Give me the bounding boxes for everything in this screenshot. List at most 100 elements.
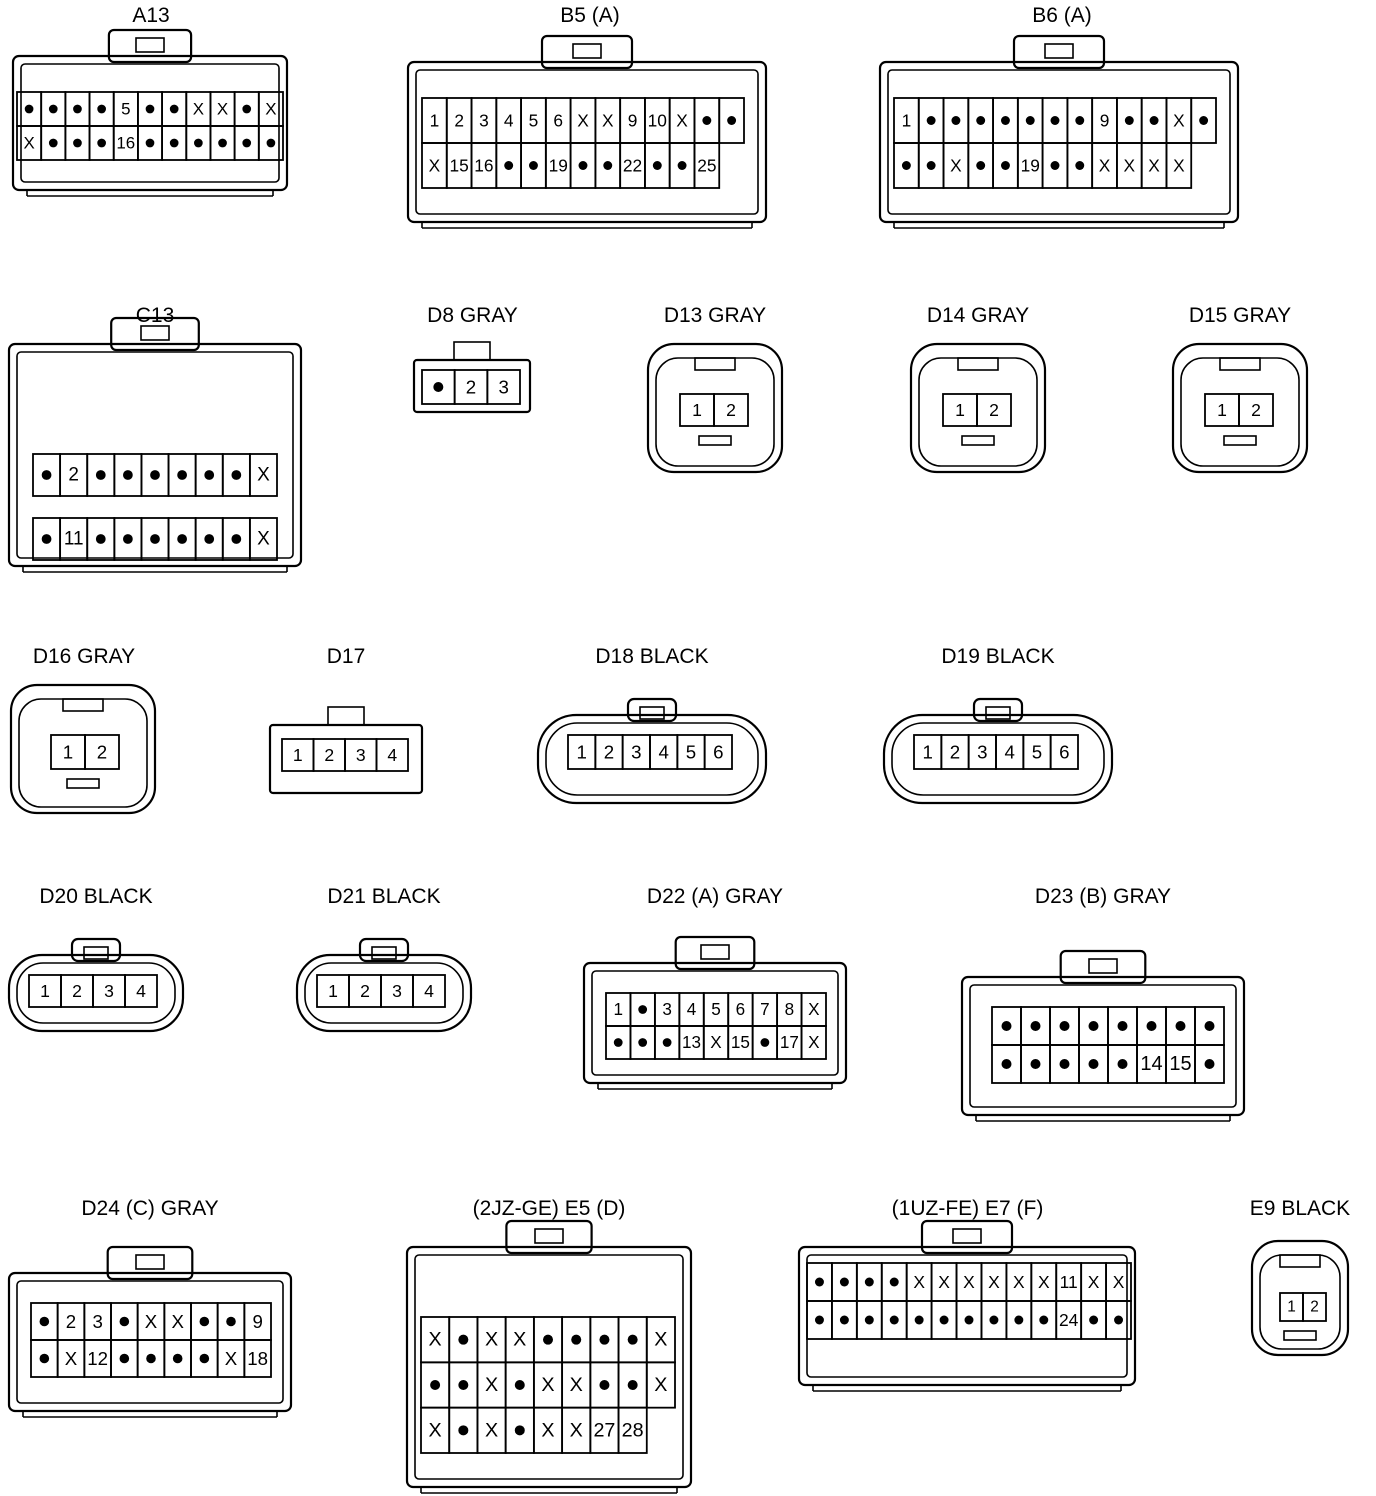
pin-filled-dot [926, 161, 936, 170]
locking-tab [327, 706, 365, 726]
pin-cavity [800, 1025, 827, 1060]
pin-number-label: 5 [711, 1000, 721, 1019]
pin-number-label: 22 [623, 156, 642, 176]
pin-number-label: 10 [648, 111, 667, 131]
pin-empty-marker: X [23, 134, 34, 153]
pin-cavity [243, 1339, 272, 1378]
pin-filled-dot [199, 1353, 210, 1364]
pin-filled-dot [242, 138, 252, 148]
locking-tab [1059, 949, 1147, 985]
locking-tab [694, 357, 736, 371]
pin-number-label: 6 [713, 742, 723, 763]
pin-number-label: 4 [658, 742, 668, 763]
pin-filled-dot [1001, 116, 1010, 125]
key-slot [698, 435, 732, 446]
pin-number-label: 27 [593, 1419, 615, 1441]
pin-filled-dot [1204, 1059, 1215, 1069]
housing-outline [536, 713, 768, 805]
pin-empty-marker: X [485, 1419, 498, 1441]
pin-empty-marker: X [963, 1272, 975, 1292]
pin-filled-dot [1204, 1021, 1215, 1031]
pin-filled-dot [194, 138, 203, 148]
pin-number-label: 3 [977, 742, 987, 763]
locking-tab [920, 1219, 1014, 1255]
locking-tab [453, 341, 491, 361]
locking-tab [358, 937, 410, 963]
pin-number-label: 1 [692, 400, 702, 420]
pin-number-label: 18 [247, 1348, 268, 1369]
pin-number-label: 3 [392, 981, 402, 1001]
pin-cavity [486, 369, 521, 405]
pin-filled-dot [814, 1277, 824, 1287]
pin-filled-dot [571, 1334, 582, 1345]
connector-title: (1UZ-FE) E7 (F) [891, 1197, 1044, 1220]
pin-filled-dot [1014, 1315, 1024, 1325]
pin-filled-dot [727, 116, 737, 125]
pin-filled-dot [41, 534, 52, 544]
pin-filled-dot [1088, 1059, 1099, 1069]
pin-empty-marker: X [1173, 111, 1185, 131]
housing-inner-outline [655, 357, 775, 467]
pin-filled-dot [1059, 1021, 1070, 1031]
pin-number-label: 1 [328, 981, 338, 1001]
pin-filled-dot [864, 1277, 874, 1287]
pin-empty-marker: X [541, 1419, 554, 1441]
pin-filled-dot [146, 1353, 156, 1364]
pin-cavity [248, 453, 278, 497]
pin-number-label: 15 [450, 156, 469, 176]
pin-empty-marker: X [429, 1329, 442, 1351]
pin-cavity [703, 734, 733, 770]
housing-outline [295, 953, 473, 1033]
pin-number-label: 1 [902, 111, 912, 131]
pin-filled-dot [204, 534, 215, 544]
pin-filled-dot [1175, 1021, 1186, 1031]
pin-empty-marker: X [1124, 156, 1136, 176]
pin-number-label: 1 [40, 981, 50, 1001]
housing-inner-outline [887, 69, 1231, 215]
pin-cavity [248, 517, 278, 561]
pin-filled-dot [266, 138, 276, 148]
pin-filled-dot [119, 1353, 130, 1364]
housing-outline [1171, 342, 1309, 474]
connector-title: (2JZ-GE) E5 (D) [472, 1197, 626, 1220]
pin-filled-dot [119, 1316, 130, 1327]
pin-number-label: 5 [1032, 742, 1042, 763]
locking-tab [70, 937, 122, 963]
pin-number-label: 2 [66, 1311, 76, 1332]
locking-tab [1012, 34, 1106, 70]
pin-filled-dot [95, 470, 106, 480]
pin-filled-dot [1025, 116, 1035, 125]
pin-number-label: 1 [576, 742, 586, 763]
housing-inner-outline [18, 698, 148, 808]
key-slot [961, 435, 995, 446]
connector-title: D13 GRAY [663, 304, 767, 327]
housing-outline [9, 683, 157, 815]
pin-empty-marker: X [950, 156, 962, 176]
pin-number-label: 16 [116, 134, 135, 153]
pin-filled-dot [458, 1334, 469, 1345]
pin-filled-dot [504, 161, 514, 170]
pin-number-label: 5 [529, 111, 539, 131]
pin-empty-marker: X [513, 1329, 526, 1351]
pin-empty-marker: X [988, 1272, 1000, 1292]
pin-cavity [718, 97, 745, 144]
pin-empty-marker: X [257, 465, 270, 486]
pin-filled-dot [599, 1334, 610, 1345]
locking-tab [957, 357, 999, 371]
pin-filled-dot [226, 1316, 236, 1327]
pin-filled-dot [39, 1353, 50, 1364]
pin-filled-dot [638, 1005, 648, 1014]
housing-inner-outline [414, 1254, 684, 1480]
pin-filled-dot [1075, 161, 1085, 170]
pin-filled-dot [578, 161, 588, 170]
pin-empty-marker: X [570, 1419, 583, 1441]
